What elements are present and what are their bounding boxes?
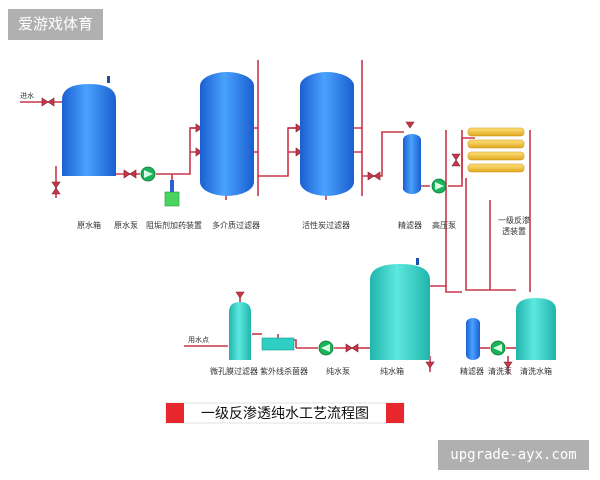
valve-inlet [41,97,55,107]
label-ro-unit-line1: 一级反渗 [498,215,530,225]
label-cip-pump: 清洗泵 [488,366,512,376]
watermark-top: 爱游戏体育 [8,9,104,40]
micro-filter [229,302,251,360]
valve-pure-drain [425,361,435,369]
uv-sterilizer [261,337,295,351]
label-multi-filter: 多介质过滤器 [212,220,260,230]
precision-filter [403,134,421,194]
multi-media-filter [200,72,254,196]
label-ro-unit-line2: 透装置 [502,226,526,236]
pipe-ro-out2 [465,178,516,291]
label-cip-filter: 精滤器 [460,366,484,376]
pipe-carbon-to-precision [362,131,404,177]
valve-pure-out [345,343,359,353]
valve-cip-drain [503,361,513,369]
title-bar: 一级反渗透纯水工艺流程图 [165,402,405,424]
cip-filter [466,318,480,360]
label-raw-tank: 原水箱 [77,220,101,230]
hp-pump [431,178,447,194]
label-micro-filter: 微孔膜过滤器 [210,366,258,376]
ro-membrane-unit [467,127,525,173]
cip-tank [516,298,556,360]
valve-precision-top [405,121,415,129]
diagram-title: 一级反渗透纯水工艺流程图 [201,406,369,422]
valve-raw-out [123,169,137,179]
label-precision-filter: 精滤器 [398,220,422,230]
valve-ro-in [451,153,461,167]
carbon-filter [300,72,354,196]
label-carbon-filter: 活性炭过滤器 [302,220,350,230]
raw-water-tank [62,76,116,176]
valve-carbon-out [367,171,381,181]
cip-pump [490,340,506,356]
label-dosing: 阻垢剂加药装置 [146,220,202,230]
valve-raw-drain [51,181,61,195]
label-inlet: 进水 [20,91,34,100]
valve-micro-top [235,291,245,299]
dosing-device [164,180,180,207]
label-cip-tank: 清洗水箱 [520,366,552,376]
pure-pump [318,340,334,356]
label-raw-pump: 原水泵 [114,220,138,230]
raw-pump [140,166,156,182]
label-pure-pump: 纯水泵 [326,366,350,376]
watermark-bottom: upgrade-ayx.com [438,440,589,470]
label-hp-pump: 高压泵 [432,220,456,230]
label-outlet: 用水点 [188,335,209,344]
label-uv: 紫外线杀菌器 [260,366,308,376]
pure-water-tank [370,258,430,360]
label-pure-tank: 纯水箱 [380,366,404,376]
